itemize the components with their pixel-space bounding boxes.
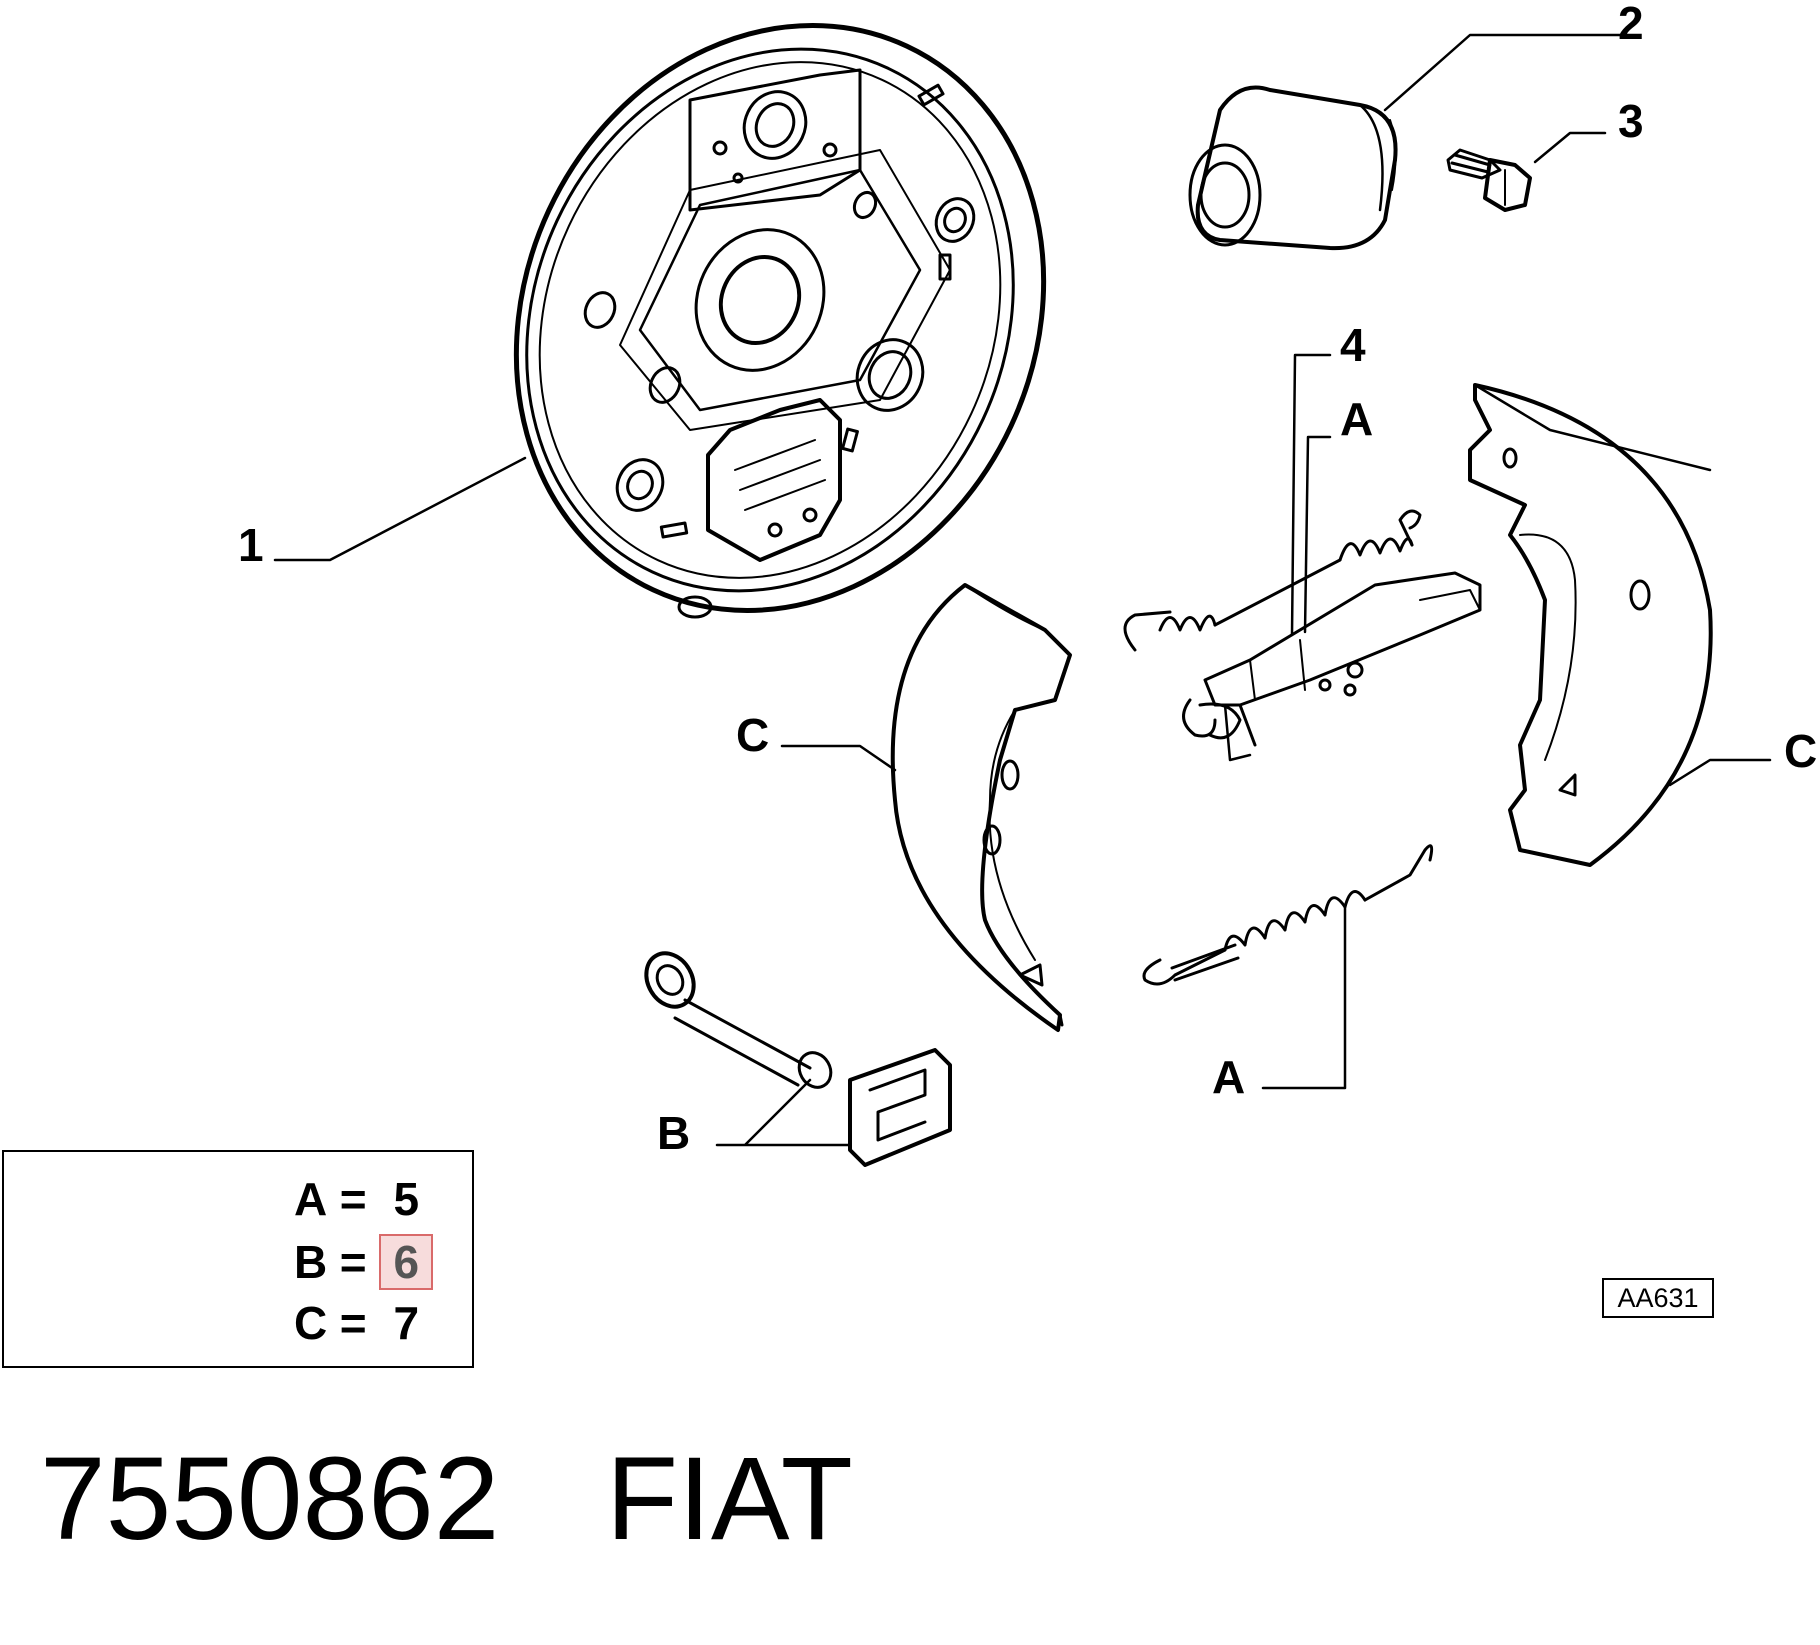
part-number: 7550862 xyxy=(40,1433,500,1565)
legend-row-b: B=6 xyxy=(294,1234,434,1290)
lower-spring-part xyxy=(1142,844,1434,986)
legend-equals: = xyxy=(339,1236,367,1288)
legend-equals: = xyxy=(339,1173,367,1225)
hold-down-pin-part xyxy=(644,951,833,1089)
diagram-reference-code: AA631 xyxy=(1602,1278,1714,1318)
legend-equals: = xyxy=(339,1297,367,1349)
leader-lines xyxy=(273,33,1772,1147)
callout-a-bottom: A xyxy=(1212,1051,1246,1103)
legend-row-a: A= 5 xyxy=(294,1176,433,1222)
legend-value: 5 xyxy=(393,1173,420,1225)
right-brake-shoe-part xyxy=(1468,383,1713,867)
backing-plate-part xyxy=(513,23,1047,619)
callout-c-right: C xyxy=(1784,725,1818,777)
brand-name: FIAT xyxy=(606,1433,853,1565)
wheel-cylinder-part xyxy=(1188,85,1398,251)
callout-3: 3 xyxy=(1618,95,1644,147)
legend-letter: B xyxy=(294,1236,328,1288)
callout-1: 1 xyxy=(238,519,264,571)
legend-letter: A xyxy=(294,1173,328,1225)
adjuster-part xyxy=(1182,571,1482,762)
callout-a-top: A xyxy=(1340,393,1374,445)
legend-value: 7 xyxy=(393,1297,420,1349)
callout-2: 2 xyxy=(1618,0,1644,49)
callout-4: 4 xyxy=(1340,319,1366,371)
legend-value-highlighted: 6 xyxy=(379,1234,434,1290)
hold-down-clip-part xyxy=(848,1048,952,1167)
callout-c-left: C xyxy=(736,709,770,761)
legend-letter: C xyxy=(294,1297,328,1349)
callout-b: B xyxy=(657,1107,691,1159)
legend-row-c: C= 7 xyxy=(294,1300,433,1346)
repair-kit-legend: A=5 B=6 C=7 xyxy=(2,1150,474,1368)
upper-spring-part xyxy=(1123,509,1422,652)
left-brake-shoe-part xyxy=(890,583,1072,1032)
bolt-part xyxy=(1446,148,1532,212)
